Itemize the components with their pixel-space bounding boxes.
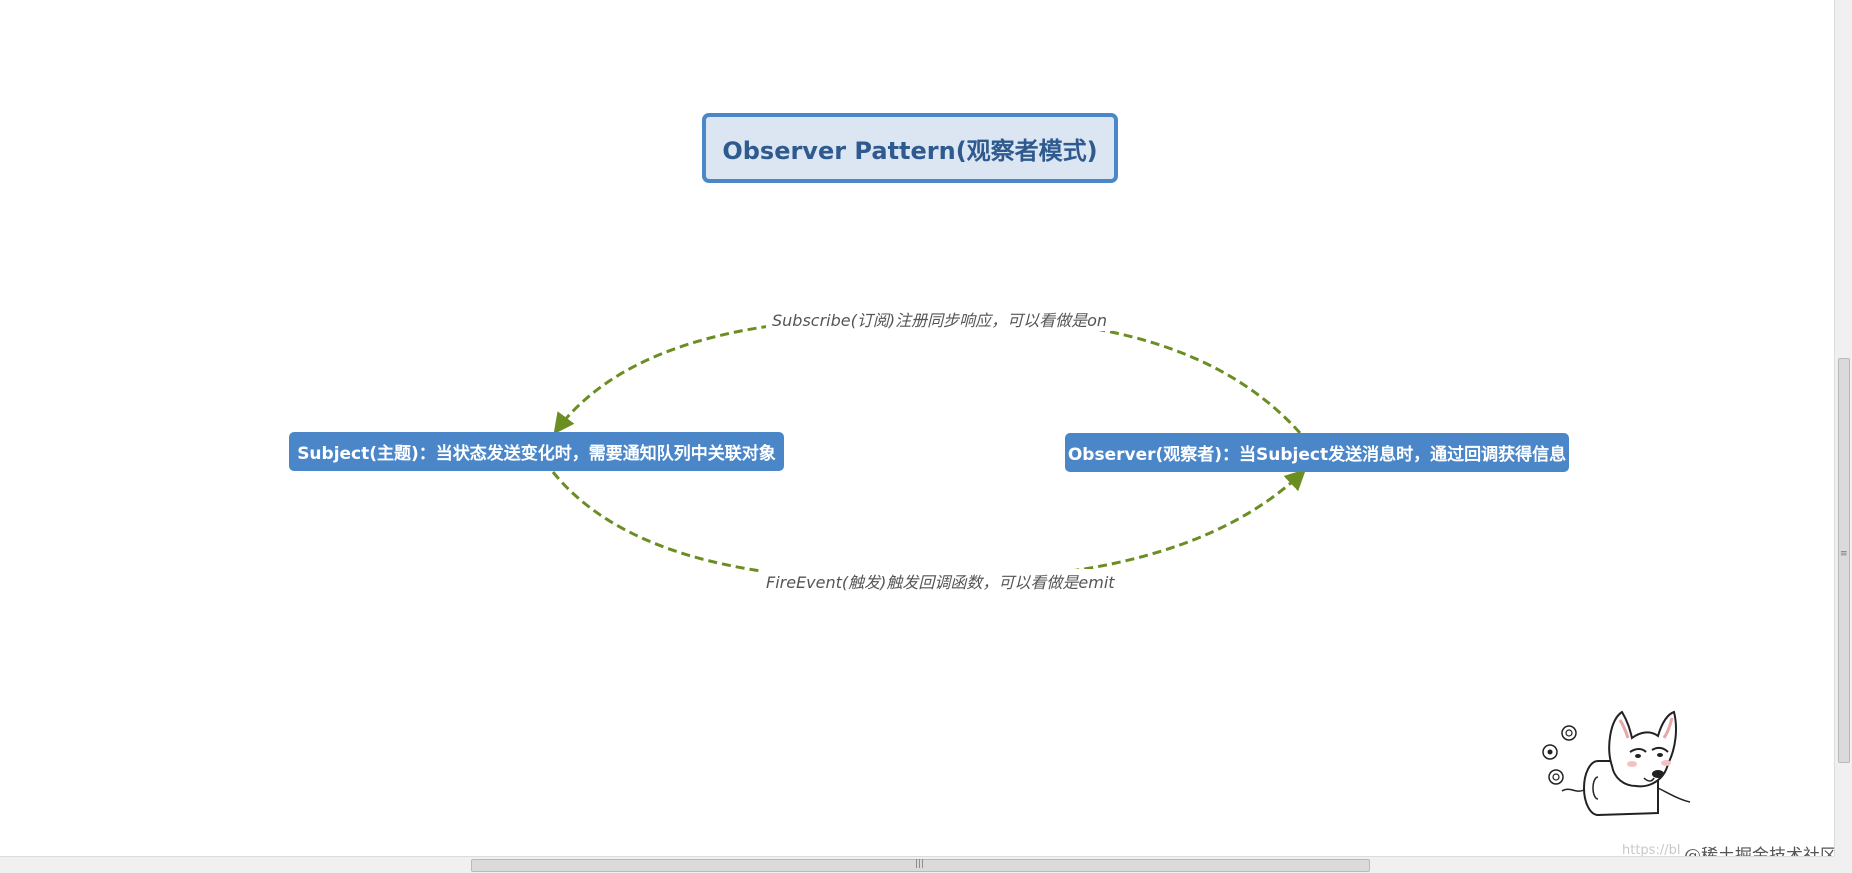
scroll-grip-icon: ||| [915,859,925,869]
horizontal-scrollbar[interactable]: ||| [0,856,1834,873]
subscribe-edge [553,316,1302,435]
fire-event-edge [551,469,1307,582]
cartoon-dog-icon [1542,710,1691,816]
diagram-title: Observer Pattern(观察者模式) [702,113,1118,183]
horizontal-scrollbar-thumb[interactable]: ||| [471,859,1370,872]
observer-node: Observer(观察者)：当Subject发送消息时，通过回调获得信息 [1065,433,1569,472]
watermark-url: https://bl [1622,843,1681,858]
vertical-scrollbar[interactable]: ≡ [1834,0,1852,856]
subscribe-edge-label: Subscribe(订阅)注册同步响应，可以看做是on [766,307,1114,331]
fire-event-edge-label: FireEvent(触发)触发回调函数，可以看做是emit [760,569,1121,593]
diagram-canvas: Observer Pattern(观察者模式) Subject(主题)：当状态发… [289,113,1691,816]
subject-node: Subject(主题)：当状态发送变化时，需要通知队列中关联对象 [289,432,784,471]
scrollbar-corner [1834,856,1852,873]
scroll-grip-icon: ≡ [1840,549,1848,559]
vertical-scrollbar-thumb[interactable]: ≡ [1838,358,1850,763]
